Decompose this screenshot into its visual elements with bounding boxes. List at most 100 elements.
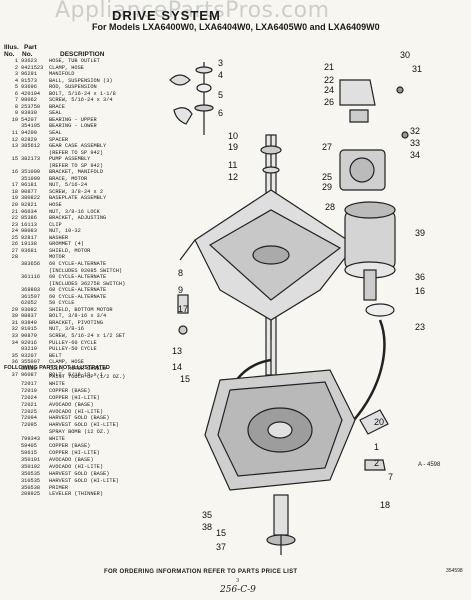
illus-number: 26 <box>11 241 18 248</box>
illus-number <box>4 491 21 498</box>
part-description: GEAR CASE ASSEMBLY <box>49 143 107 150</box>
part-number: 93696 <box>21 84 37 91</box>
illus-number: 1 <box>14 58 18 64</box>
header-part: Part <box>24 44 37 51</box>
part-number: 92817 <box>21 234 37 241</box>
svg-text:5: 5 <box>218 90 223 100</box>
part-description: BOLT, 3/8-16 x 3/4 <box>49 313 107 320</box>
part-number: 385612 <box>21 143 41 150</box>
part-number: 93623 <box>21 58 37 64</box>
svg-text:18: 18 <box>380 500 390 510</box>
illus-number: 13 <box>11 143 18 150</box>
svg-text:20: 20 <box>374 417 384 427</box>
part-number: 72024 <box>21 394 37 401</box>
svg-text:39: 39 <box>415 228 425 238</box>
svg-text:24: 24 <box>324 85 334 95</box>
part-number: 72094 <box>21 415 37 422</box>
part-description: HOSE <box>49 202 62 209</box>
part-description: BRACKET, MANIFOLD <box>49 169 104 176</box>
illus-number: 15 <box>11 156 18 163</box>
part-description: MANIFOLD <box>49 71 75 78</box>
part-number: 16113 <box>21 221 37 228</box>
part-number: 62052 <box>21 300 37 307</box>
header-no: No. <box>4 51 15 58</box>
part-number: 350191 <box>21 456 41 463</box>
part-number: 85386 <box>21 215 37 222</box>
part-description: CLIP <box>49 221 62 228</box>
part-description: 60 CYCLE-ALTERNATE <box>49 293 107 300</box>
illus-number: 21 <box>11 208 18 215</box>
part-number: 59615 <box>21 449 37 456</box>
svg-text:6: 6 <box>218 108 223 118</box>
part-number: 96034 <box>21 208 37 215</box>
part-number: 93681 <box>21 247 37 254</box>
header-description: DESCRIPTION <box>60 51 105 58</box>
svg-text:29: 29 <box>322 182 332 192</box>
part-description: SHIELD, BOTTOM MOTOR <box>49 306 113 313</box>
part-description: PULLEY-50 CYCLE <box>49 346 97 353</box>
part-description: COPPER (BASE) <box>49 443 91 450</box>
illus-number <box>4 464 21 471</box>
part-number: 354195 <box>21 123 41 130</box>
part-description: BRACKET, ADJUSTING <box>49 215 107 222</box>
illus-number: 33 <box>11 332 18 339</box>
illus-number: 16 <box>11 169 18 176</box>
illus-number: 22 <box>11 215 18 222</box>
part-description: COPPER (HI-LITE) <box>49 394 100 401</box>
part-number: 92821 <box>21 202 37 209</box>
illus-number: 19 <box>11 195 18 202</box>
part-number: 380822 <box>21 195 41 202</box>
parts-row: 72025 AVOCADO (HI-LITE) <box>4 409 180 416</box>
svg-text:4: 4 <box>218 70 223 80</box>
illus-number <box>4 429 21 436</box>
part-description: CLAMP, HOSE <box>49 359 84 366</box>
illus-number: 17 <box>11 182 18 189</box>
illus-number: 36 <box>11 359 18 366</box>
svg-text:26: 26 <box>324 97 334 107</box>
svg-text:17: 17 <box>178 304 188 314</box>
svg-text:30: 30 <box>400 50 410 60</box>
svg-text:31: 31 <box>412 64 422 74</box>
header-number: No. <box>22 51 33 58</box>
illus-number: 34 <box>11 339 18 346</box>
svg-text:36: 36 <box>415 272 425 282</box>
part-description: AVOCADO (HI-LITE) <box>49 408 104 415</box>
part-number: 72017 <box>21 380 37 387</box>
illus-number <box>4 443 21 450</box>
part-number: 350538 <box>21 484 41 491</box>
illus-number: 9 <box>14 110 18 117</box>
part-description: BASEPLATE ASSEMBLY <box>49 195 107 202</box>
part-description: (INCLUDES 92085 SWITCH) <box>49 267 123 274</box>
illus-number: 4 <box>14 77 18 84</box>
part-number: 72025 <box>21 408 37 415</box>
part-number: 93092 <box>21 365 37 372</box>
part-number: 92829 <box>21 136 37 143</box>
part-description: NUT, 3/8-16 <box>49 326 84 333</box>
svg-text:15: 15 <box>180 374 190 384</box>
part-description: NUT, 10-32 <box>49 228 81 235</box>
illus-number: 24 <box>11 228 18 235</box>
part-number: 310535 <box>21 477 41 484</box>
illus-number: 5 <box>14 84 18 91</box>
illus-number <box>4 457 21 464</box>
svg-text:14: 14 <box>172 362 182 372</box>
part-description: COPPER (BASE) <box>49 387 91 394</box>
illus-number: 3 <box>14 71 18 78</box>
